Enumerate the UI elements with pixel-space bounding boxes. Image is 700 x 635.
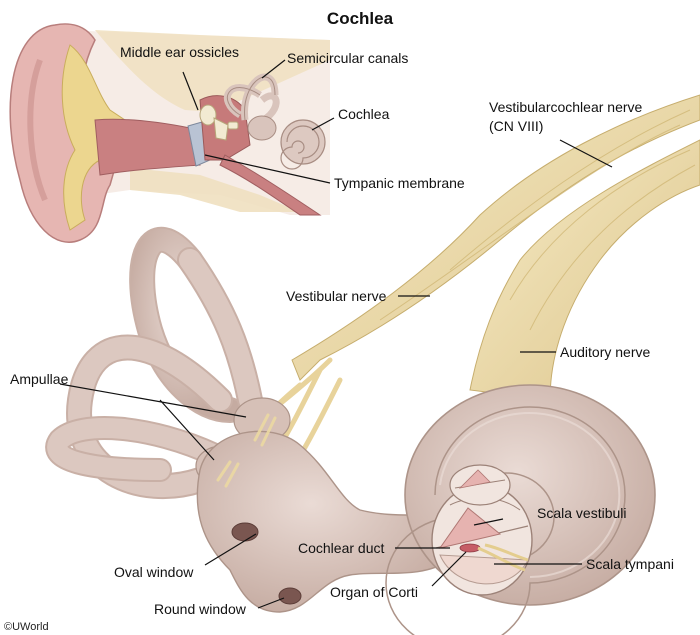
label-round-window: Round window: [154, 601, 247, 617]
label-organ-of-corti: Organ of Corti: [330, 584, 418, 600]
label-cochlear-duct: Cochlear duct: [298, 540, 384, 556]
label-tympanic-membrane: Tympanic membrane: [334, 175, 465, 191]
copyright-notice: ©UWorld: [4, 621, 49, 633]
label-vestibulocochlear-nerve: Vestibularcochlear nerve: [489, 99, 643, 115]
diagram-title: Cochlea: [327, 9, 394, 28]
label-scala-vestibuli: Scala vestibuli: [537, 505, 627, 521]
label-vestibulocochlear-nerve-cn: (CN VIII): [489, 118, 543, 134]
label-middle-ear-ossicles: Middle ear ossicles: [120, 44, 239, 60]
ear-inset: [9, 23, 330, 243]
label-auditory-nerve: Auditory nerve: [560, 344, 650, 360]
ear-canal: [94, 118, 201, 176]
cochlea-spiral: [385, 384, 656, 635]
cochlea-cross-section: [431, 464, 533, 596]
bony-labyrinth: [45, 226, 451, 613]
label-vestibular-nerve: Vestibular nerve: [286, 288, 387, 304]
ossicles-shape: [199, 104, 239, 141]
leader-lines: [59, 59, 613, 609]
oval-window-shape: [231, 522, 259, 542]
label-oval-window: Oval window: [114, 564, 194, 580]
label-semicircular-canals: Semicircular canals: [287, 50, 408, 66]
round-window-shape: [278, 587, 302, 605]
label-ampullae: Ampullae: [10, 371, 69, 387]
label-scala-tympani: Scala tympani: [586, 556, 674, 572]
label-cochlea-inset: Cochlea: [338, 106, 390, 122]
inset-cochlea: [280, 119, 326, 170]
